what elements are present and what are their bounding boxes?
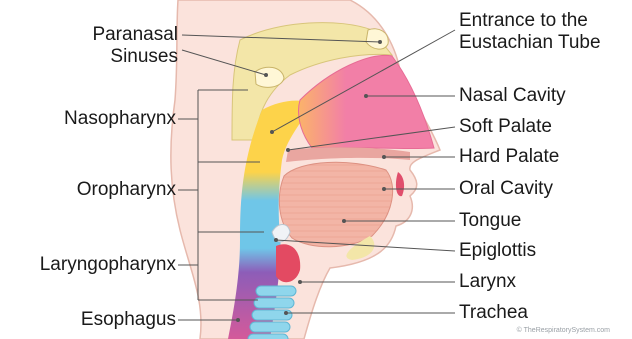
label-soft-palate: Soft Palate — [459, 116, 552, 138]
sphenoid-sinus-icon — [255, 67, 284, 87]
label-trachea: Trachea — [459, 302, 528, 324]
label-hard-palate: Hard Palate — [459, 146, 559, 168]
label-oropharynx: Oropharynx — [40, 179, 176, 201]
label-paranasal-sinuses: Paranasal Sinuses — [82, 24, 178, 68]
label-oral-cavity: Oral Cavity — [459, 178, 553, 200]
label-epiglottis: Epiglottis — [459, 240, 536, 262]
label-tongue: Tongue — [459, 210, 521, 232]
label-laryngopharynx: Laryngopharynx — [4, 254, 176, 276]
label-nasal-cavity: Nasal Cavity — [459, 85, 566, 107]
label-nasopharynx: Nasopharynx — [40, 108, 176, 130]
label-eustachian-tube: Entrance to the Eustachian Tube — [459, 10, 601, 54]
credit-watermark: © TheRespiratorySystem.com — [517, 327, 610, 334]
label-esophagus: Esophagus — [40, 309, 176, 331]
label-larynx: Larynx — [459, 271, 516, 293]
